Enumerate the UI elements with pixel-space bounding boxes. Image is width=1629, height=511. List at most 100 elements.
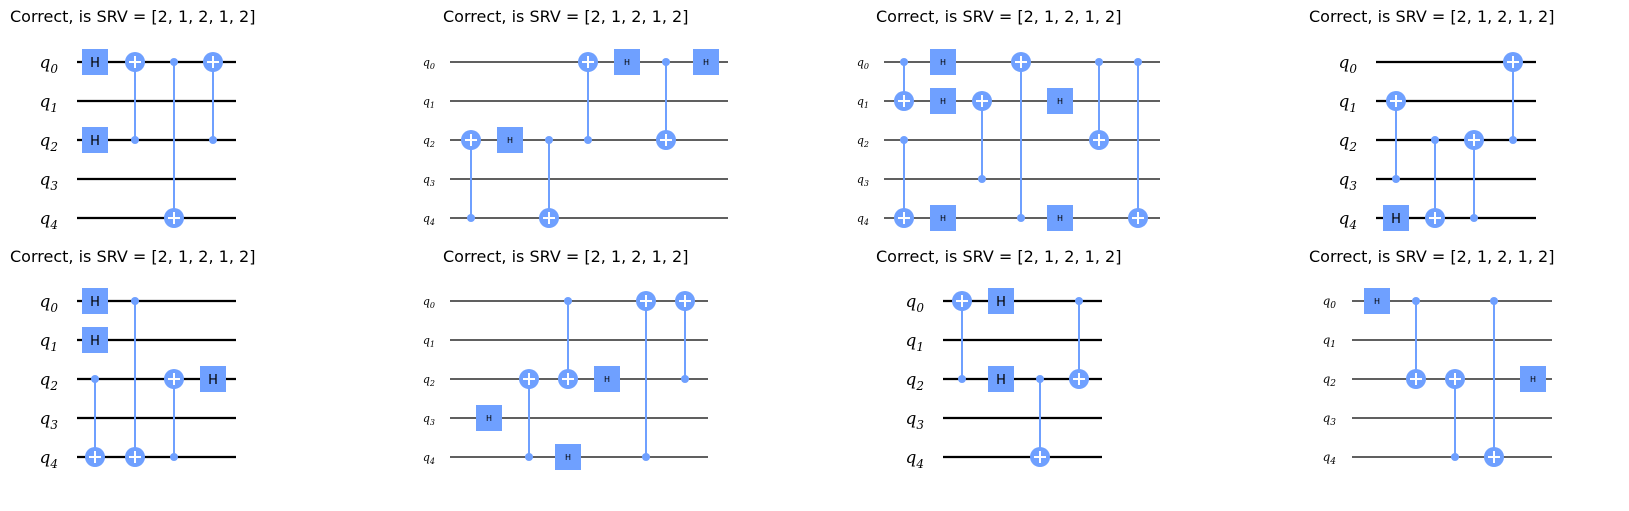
gate-label: H <box>90 134 100 149</box>
control-dot <box>642 453 650 461</box>
hadamard-gate: H <box>476 405 502 431</box>
control-dot <box>1509 136 1517 144</box>
qubit-label: q0 <box>423 295 435 310</box>
control-dot <box>91 375 99 383</box>
control-dot <box>1017 214 1025 222</box>
panel-title: Correct, is SRV = [2, 1, 2, 1, 2] <box>10 7 255 26</box>
qubit-label: q2 <box>857 134 869 149</box>
gate-box <box>693 49 719 75</box>
cnot-gate <box>578 52 598 144</box>
gate-box <box>594 366 620 392</box>
gate-box <box>82 127 108 153</box>
cnot-gate <box>461 130 481 222</box>
circuit-panel-7: Correct, is SRV = [2, 1, 2, 1, 2]q0q1q2q… <box>876 247 1121 471</box>
gate-label: H <box>604 375 610 384</box>
hadamard-gate: H <box>693 49 719 75</box>
cnot-gate <box>894 58 914 111</box>
qubit-label: q4 <box>423 451 435 466</box>
qubit-label: q1 <box>39 92 58 115</box>
cnot-gate <box>972 91 992 183</box>
cnot-gate <box>656 58 676 150</box>
gate-label: H <box>1391 212 1401 227</box>
gate-box <box>1047 88 1073 114</box>
cnot-gate <box>1464 130 1484 222</box>
qubit-label: q2 <box>423 134 435 149</box>
panel-title: Correct, is SRV = [2, 1, 2, 1, 2] <box>443 7 688 26</box>
gate-box <box>82 288 108 314</box>
cnot-gate <box>85 375 105 467</box>
qubit-label: q3 <box>1338 170 1357 193</box>
hadamard-gate: H <box>1364 288 1390 314</box>
gate-box <box>988 288 1014 314</box>
cnot-gate <box>1445 369 1465 461</box>
qubit-label: q4 <box>39 209 58 232</box>
hadamard-gate: H <box>1047 88 1073 114</box>
qubit-label: q4 <box>39 448 58 471</box>
gate-box <box>930 205 956 231</box>
qubit-label: q1 <box>423 95 435 110</box>
gate-label: H <box>507 136 513 145</box>
gate-label: H <box>703 58 709 67</box>
hadamard-gate: H <box>1047 205 1073 231</box>
qubit-label: q1 <box>857 95 869 110</box>
gate-box <box>614 49 640 75</box>
qubit-label: q3 <box>423 173 435 188</box>
control-dot <box>1036 375 1044 383</box>
control-dot <box>170 58 178 66</box>
control-dot <box>900 136 908 144</box>
cnot-gate <box>558 297 578 389</box>
control-dot <box>1490 297 1498 305</box>
circuit-panel-3: Correct, is SRV = [2, 1, 2, 1, 2]q0q1q2q… <box>857 7 1160 231</box>
cnot-gate <box>203 52 223 144</box>
cnot-gate <box>519 369 539 461</box>
circuit-panel-5: Correct, is SRV = [2, 1, 2, 1, 2]q0q1q2q… <box>10 247 255 471</box>
cnot-gate <box>539 136 559 228</box>
qubit-label: q2 <box>39 370 58 393</box>
gate-box <box>82 327 108 353</box>
control-dot <box>900 58 908 66</box>
gate-box <box>1383 205 1409 231</box>
qubit-label: q2 <box>1338 131 1357 154</box>
control-dot <box>584 136 592 144</box>
qubit-label: q4 <box>423 212 435 227</box>
qubit-label: q4 <box>905 448 924 471</box>
control-dot <box>467 214 475 222</box>
gate-label: H <box>996 295 1006 310</box>
gate-label: H <box>90 56 100 71</box>
qubit-label: q4 <box>857 212 869 227</box>
cnot-gate <box>1128 58 1148 228</box>
qubit-label: q0 <box>423 56 435 71</box>
cnot-gate <box>894 136 914 228</box>
gate-label: H <box>486 414 492 423</box>
panel-title: Correct, is SRV = [2, 1, 2, 1, 2] <box>10 247 255 266</box>
control-dot <box>564 297 572 305</box>
qubit-label: q0 <box>39 292 58 315</box>
gate-label: H <box>1057 97 1063 106</box>
cnot-gate <box>164 369 184 461</box>
gate-box <box>200 366 226 392</box>
control-dot <box>1451 453 1459 461</box>
qubit-label: q3 <box>423 412 435 427</box>
control-dot <box>1095 58 1103 66</box>
qubit-label: q2 <box>423 373 435 388</box>
gate-box <box>497 127 523 153</box>
control-dot <box>978 175 986 183</box>
gate-box <box>930 49 956 75</box>
control-dot <box>545 136 553 144</box>
cnot-gate <box>1406 297 1426 389</box>
cnot-gate <box>164 58 184 228</box>
control-dot <box>1134 58 1142 66</box>
control-dot <box>958 375 966 383</box>
qubit-label: q0 <box>857 56 869 71</box>
hadamard-gate: H <box>82 127 108 153</box>
gate-box <box>1364 288 1390 314</box>
qubit-label: q1 <box>1323 333 1336 350</box>
circuit-panel-2: Correct, is SRV = [2, 1, 2, 1, 2] q0 q1 q2 q… <box>423 7 728 228</box>
control-dot <box>681 375 689 383</box>
hadamard-gate: H <box>82 327 108 353</box>
gate-label: H <box>940 97 946 106</box>
panel-title: Correct, is SRV = [2, 1, 2, 1, 2] <box>443 247 688 266</box>
hadamard-gate: H <box>988 366 1014 392</box>
gate-box <box>930 88 956 114</box>
